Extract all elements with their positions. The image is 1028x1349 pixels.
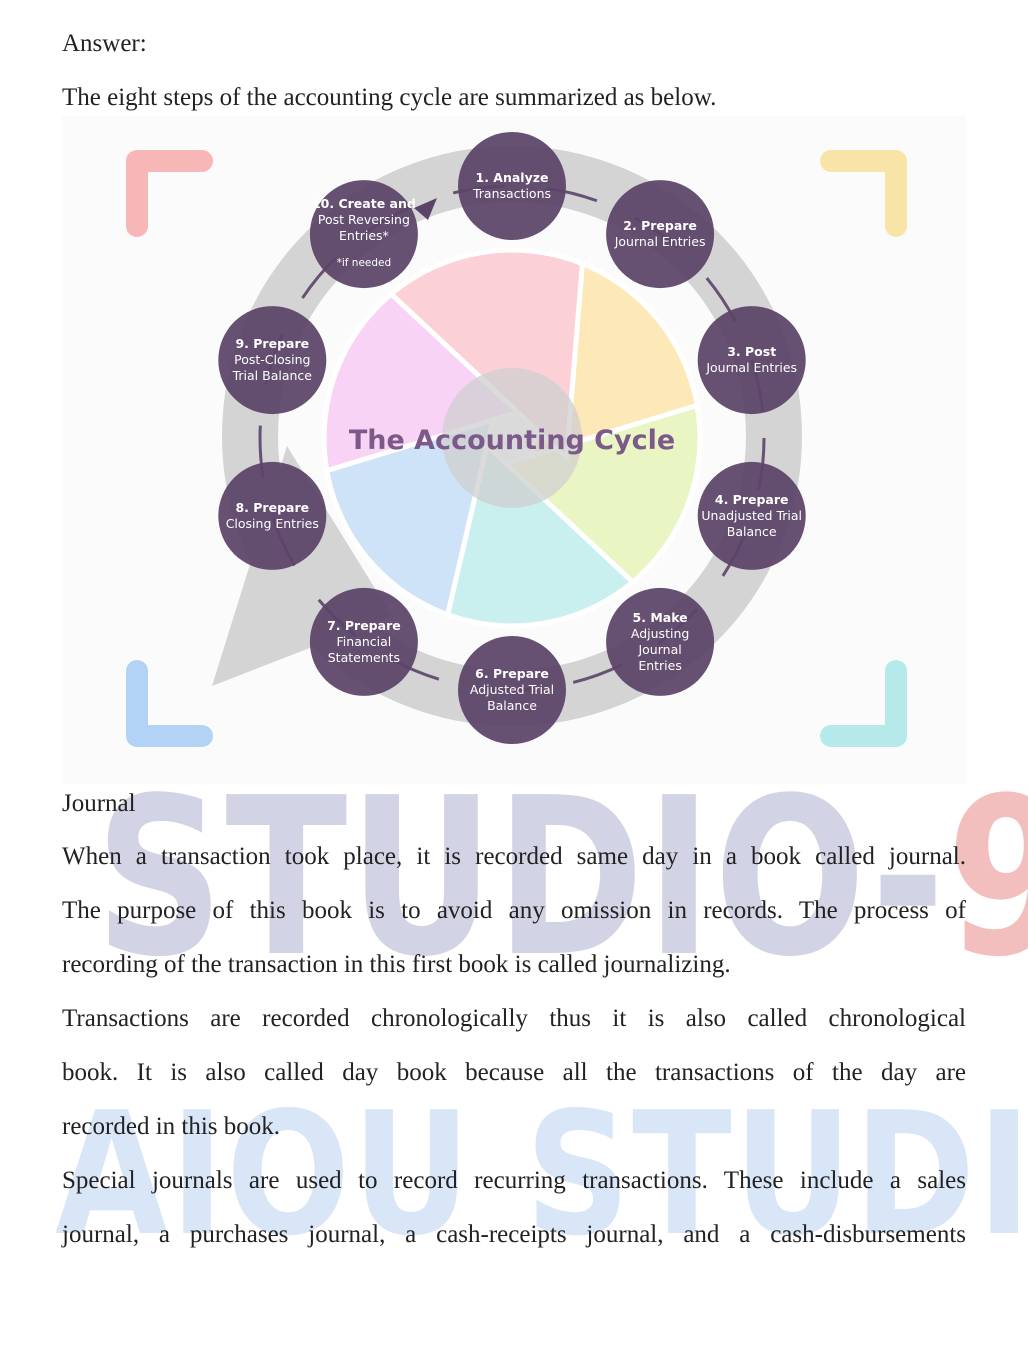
cycle-step-label: Entries* xyxy=(339,228,389,243)
cycle-step-circle xyxy=(606,180,715,289)
cycle-step-label: Financial xyxy=(337,634,392,649)
cycle-step-label: Adjusting xyxy=(631,626,689,641)
frame-bracket-top-right xyxy=(820,150,907,237)
cycle-step-label: Post-Closing xyxy=(234,352,310,367)
cycle-step-label: Journal Entries xyxy=(614,234,706,249)
cycle-step-label: Balance xyxy=(487,698,537,713)
cycle-step-label: Statements xyxy=(328,650,400,665)
cycle-step-label: 5. Make xyxy=(633,610,688,625)
diagram-title: The Accounting Cycle xyxy=(349,425,675,456)
cycle-step-label: Journal xyxy=(637,642,681,657)
paragraph-line: The purpose of this book is to avoid any… xyxy=(62,897,966,924)
frame-bracket-bottom-right xyxy=(820,660,907,747)
cycle-step-circle xyxy=(309,180,418,289)
answer-heading: Answer: xyxy=(62,30,147,57)
cycle-step-label: Post Reversing xyxy=(318,212,410,227)
cycle-step-label: 7. Prepare xyxy=(327,618,401,633)
cycle-step-circle xyxy=(697,306,806,415)
cycle-step-label: 6. Prepare xyxy=(475,666,549,681)
cycle-step-label: 2. Prepare xyxy=(623,218,697,233)
cycle-step-label: 1. Analyze xyxy=(476,170,549,185)
cycle-arrow-icon xyxy=(414,198,437,220)
cycle-petal xyxy=(461,402,703,590)
paragraph-line: journal, a purchases journal, a cash-rec… xyxy=(62,1221,966,1248)
cycle-step-circle xyxy=(309,587,418,696)
cycle-step-label: 3. Post xyxy=(727,344,776,359)
paragraph-line: Special journals are used to record recu… xyxy=(62,1167,966,1194)
cycle-step-circle xyxy=(606,587,715,696)
cycle-step-label: Unadjusted Trial xyxy=(701,508,802,523)
cycle-step-label: Trial Balance xyxy=(232,368,313,383)
cycle-step-label: 8. Prepare xyxy=(235,500,309,515)
cycle-step-label: Transactions xyxy=(472,186,551,201)
cycle-step-label: Adjusted Trial xyxy=(470,682,554,697)
cycle-step-label: Balance xyxy=(727,524,777,539)
cycle-step-label: Journal Entries xyxy=(705,360,797,375)
cycle-step-label: 4. Prepare xyxy=(715,492,789,507)
accounting-cycle-diagram: The Accounting Cycle 1. AnalyzeTransacti… xyxy=(62,116,966,784)
frame-bracket-bottom-left xyxy=(126,660,213,747)
paragraph-line: recording of the transaction in this fir… xyxy=(62,951,731,978)
cycle-center xyxy=(442,368,582,508)
cycle-step-label: Entries xyxy=(638,658,682,673)
journal-heading: Journal xyxy=(62,790,136,817)
cycle-step-note: *if needed xyxy=(337,257,392,269)
cycle-step-circle xyxy=(218,306,327,415)
cycle-step-label: Closing Entries xyxy=(226,516,319,531)
cycle-step-circle xyxy=(697,461,806,570)
cycle-step-circle xyxy=(458,132,566,240)
paragraph-line: recorded in this book. xyxy=(62,1113,281,1140)
intro-text: The eight steps of the accounting cycle … xyxy=(62,84,717,111)
frame-bracket-top-left xyxy=(126,150,213,237)
paragraph-line: Transactions are recorded chronologicall… xyxy=(62,1005,966,1032)
cycle-step-label: 9. Prepare xyxy=(235,336,309,351)
cycle-step-circle xyxy=(458,636,566,744)
paragraph-line: book. It is also called day book because… xyxy=(62,1059,966,1086)
cycle-step-circle xyxy=(218,461,327,570)
paragraph-line: When a transaction took place, it is rec… xyxy=(62,843,966,870)
cycle-step-label: 10. Create and xyxy=(312,196,416,211)
cycle-petal xyxy=(321,286,563,474)
